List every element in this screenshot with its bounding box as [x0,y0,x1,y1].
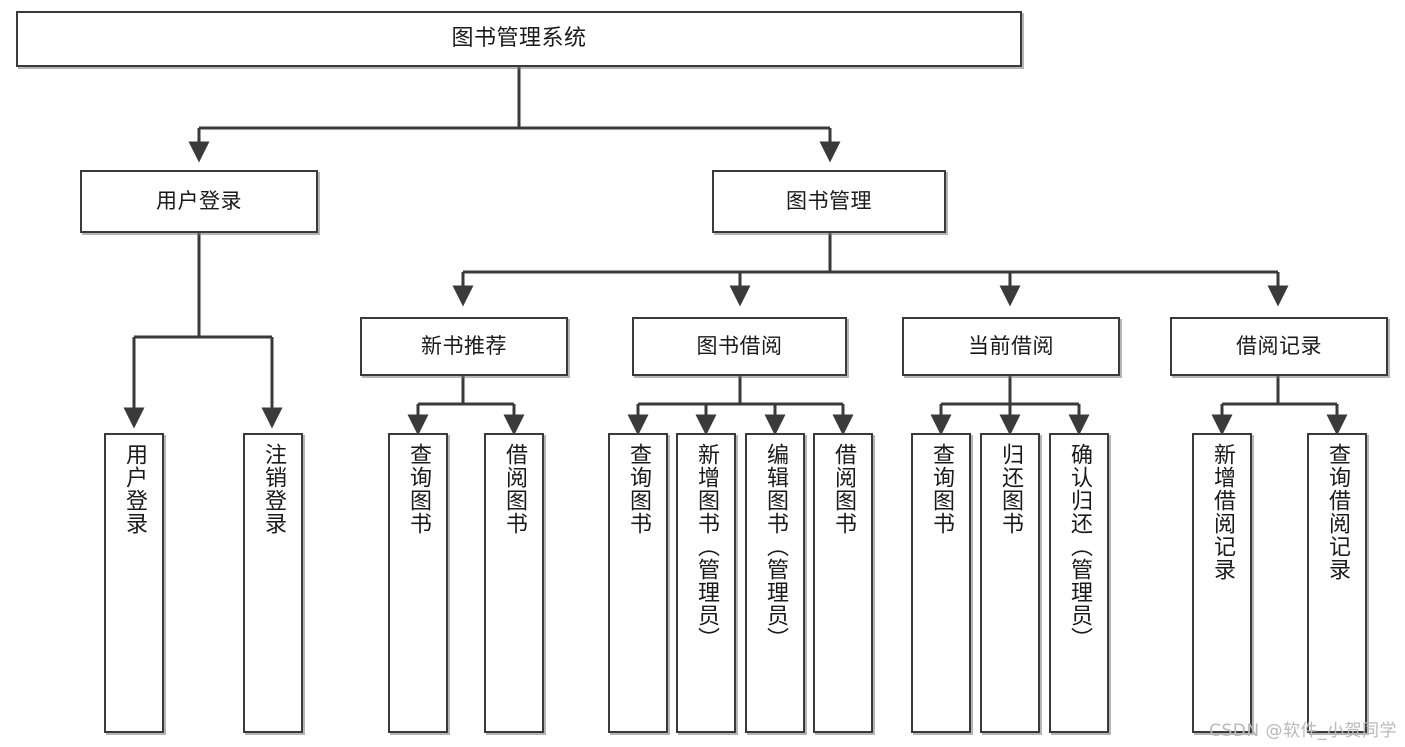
node-leaf-logout-login-label: 注销登录 [260,443,286,535]
node-book-borrow-label: 图书借阅 [696,333,783,358]
node-leaf-query-record-label: 查询借阅记录 [1324,443,1350,581]
node-leaf-return-book-label: 归还图书 [997,443,1023,535]
node-borrow-record[interactable]: 借阅记录 [1170,317,1388,376]
node-leaf-add-book-label: 新增图书（管理员） [693,443,719,650]
node-current-borrow-label: 当前借阅 [968,333,1054,358]
node-new-book-recommend[interactable]: 新书推荐 [360,317,568,376]
node-leaf-edit-book-label: 编辑图书（管理员） [762,443,788,650]
node-user-login-label: 用户登录 [156,188,242,213]
node-leaf-borrow-book-1-label: 借阅图书 [501,443,527,535]
node-book-borrow[interactable]: 图书借阅 [632,317,847,376]
node-root-label: 图书管理系统 [451,25,587,51]
node-borrow-record-label: 借阅记录 [1236,333,1322,358]
node-leaf-user-login-label: 用户登录 [121,443,147,535]
node-leaf-borrow-book-1[interactable]: 借阅图书 [484,433,544,733]
node-current-borrow[interactable]: 当前借阅 [902,317,1120,376]
node-book-manage[interactable]: 图书管理 [712,170,946,233]
node-leaf-query-book-3-label: 查询图书 [928,443,954,535]
node-leaf-confirm-return[interactable]: 确认归还（管理员） [1049,433,1109,733]
node-leaf-query-book-1-label: 查询图书 [405,443,431,535]
csdn-watermark: CSDN @软件_小贺同学 [1209,721,1397,741]
node-leaf-return-book[interactable]: 归还图书 [980,433,1040,733]
node-leaf-add-record-label: 新增借阅记录 [1209,443,1235,581]
node-user-login[interactable]: 用户登录 [80,170,318,233]
node-leaf-query-book-2[interactable]: 查询图书 [608,433,668,733]
node-leaf-borrow-book-2-label: 借阅图书 [830,443,856,535]
node-leaf-logout-login[interactable]: 注销登录 [243,433,303,733]
node-root[interactable]: 图书管理系统 [16,11,1022,67]
node-new-book-recommend-label: 新书推荐 [421,333,507,358]
node-leaf-query-book-1[interactable]: 查询图书 [388,433,448,733]
node-leaf-add-book[interactable]: 新增图书（管理员） [676,433,736,733]
node-leaf-add-record[interactable]: 新增借阅记录 [1192,433,1252,733]
node-leaf-user-login[interactable]: 用户登录 [104,433,164,733]
node-leaf-query-record[interactable]: 查询借阅记录 [1307,433,1367,733]
node-leaf-borrow-book-2[interactable]: 借阅图书 [813,433,873,733]
node-book-manage-label: 图书管理 [786,188,872,213]
node-leaf-edit-book[interactable]: 编辑图书（管理员） [745,433,805,733]
node-leaf-query-book-2-label: 查询图书 [625,443,651,535]
node-leaf-confirm-return-label: 确认归还（管理员） [1066,443,1092,650]
node-leaf-query-book-3[interactable]: 查询图书 [911,433,971,733]
